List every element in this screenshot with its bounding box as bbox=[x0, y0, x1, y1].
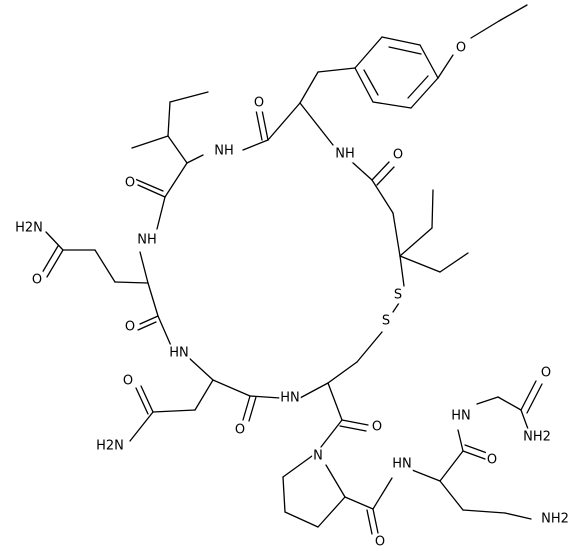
atom-label-backing bbox=[373, 533, 387, 551]
atom-label-backing bbox=[30, 271, 44, 289]
atom-label-backing bbox=[123, 318, 137, 336]
atom-label-nh-top-left: NH bbox=[214, 144, 234, 159]
atom-label-backing bbox=[123, 174, 137, 192]
atom-label-o-orn: O bbox=[487, 453, 497, 468]
atom-label-backing bbox=[252, 94, 266, 112]
atom-label-backing bbox=[334, 145, 356, 163]
atom-label-s-upper: S bbox=[394, 288, 402, 303]
atom-label-backing bbox=[213, 142, 235, 160]
atom-label-backing bbox=[391, 146, 405, 164]
atom-label-backing bbox=[312, 447, 324, 465]
atom-label-nh-left: NH bbox=[137, 233, 157, 248]
bond-lines bbox=[41, 4, 543, 535]
atom-label-backing bbox=[121, 372, 135, 390]
atom-label-o-top: O bbox=[254, 96, 264, 111]
atom-label-backing bbox=[380, 312, 392, 330]
atom-label-nh2-gly: NH2 bbox=[523, 430, 551, 445]
atom-label-backing bbox=[540, 510, 570, 528]
atom-label-h2n-asn: H2N bbox=[96, 439, 124, 454]
atom-label-o-ether: O bbox=[456, 41, 466, 56]
atom-label-n-pro: N bbox=[313, 449, 323, 464]
atom-label-backing bbox=[95, 437, 125, 455]
atom-label-h2n-gln: H2N bbox=[15, 221, 43, 236]
atom-label-backing bbox=[454, 39, 468, 57]
atom-label-backing bbox=[522, 428, 552, 446]
atom-label-backing bbox=[370, 418, 384, 436]
atom-label-o-asn: O bbox=[123, 374, 133, 389]
atom-label-o-ring-left: O bbox=[125, 320, 135, 335]
atom-label-o-gly: O bbox=[541, 366, 551, 381]
atom-label-backing bbox=[168, 344, 190, 362]
atom-label-nh-top-right: NH bbox=[335, 147, 355, 162]
atom-label-s-lower: S bbox=[382, 314, 390, 329]
atom-label-backing bbox=[450, 407, 472, 425]
atom-label-nh-bottom: HN bbox=[280, 391, 300, 406]
atom-label-nh-orn: HN bbox=[392, 457, 412, 472]
atom-label-nh-gly: HN bbox=[451, 409, 471, 424]
atom-label-nh-lower-left: HN bbox=[169, 346, 189, 361]
atom-label-o-ile: O bbox=[125, 176, 135, 191]
atom-label-o-gln: O bbox=[32, 273, 42, 288]
atom-label-backing bbox=[391, 455, 413, 473]
atom-label-o-pro-amide: O bbox=[375, 535, 385, 550]
atom-label-backing bbox=[392, 286, 404, 304]
atom-label-nh2-orn: NH2 bbox=[541, 512, 569, 527]
atom-label-backing bbox=[539, 364, 553, 382]
atom-label-o-pro-co: O bbox=[372, 420, 382, 435]
atom-label-backing bbox=[136, 231, 158, 249]
atom-label-backing bbox=[279, 389, 301, 407]
atom-label-backing bbox=[233, 421, 247, 439]
atom-label-o-ring-bottom: O bbox=[235, 423, 245, 438]
atom-label-backing bbox=[14, 219, 44, 237]
atom-label-backing bbox=[485, 451, 499, 469]
atom-label-o-top-right: O bbox=[393, 148, 403, 163]
